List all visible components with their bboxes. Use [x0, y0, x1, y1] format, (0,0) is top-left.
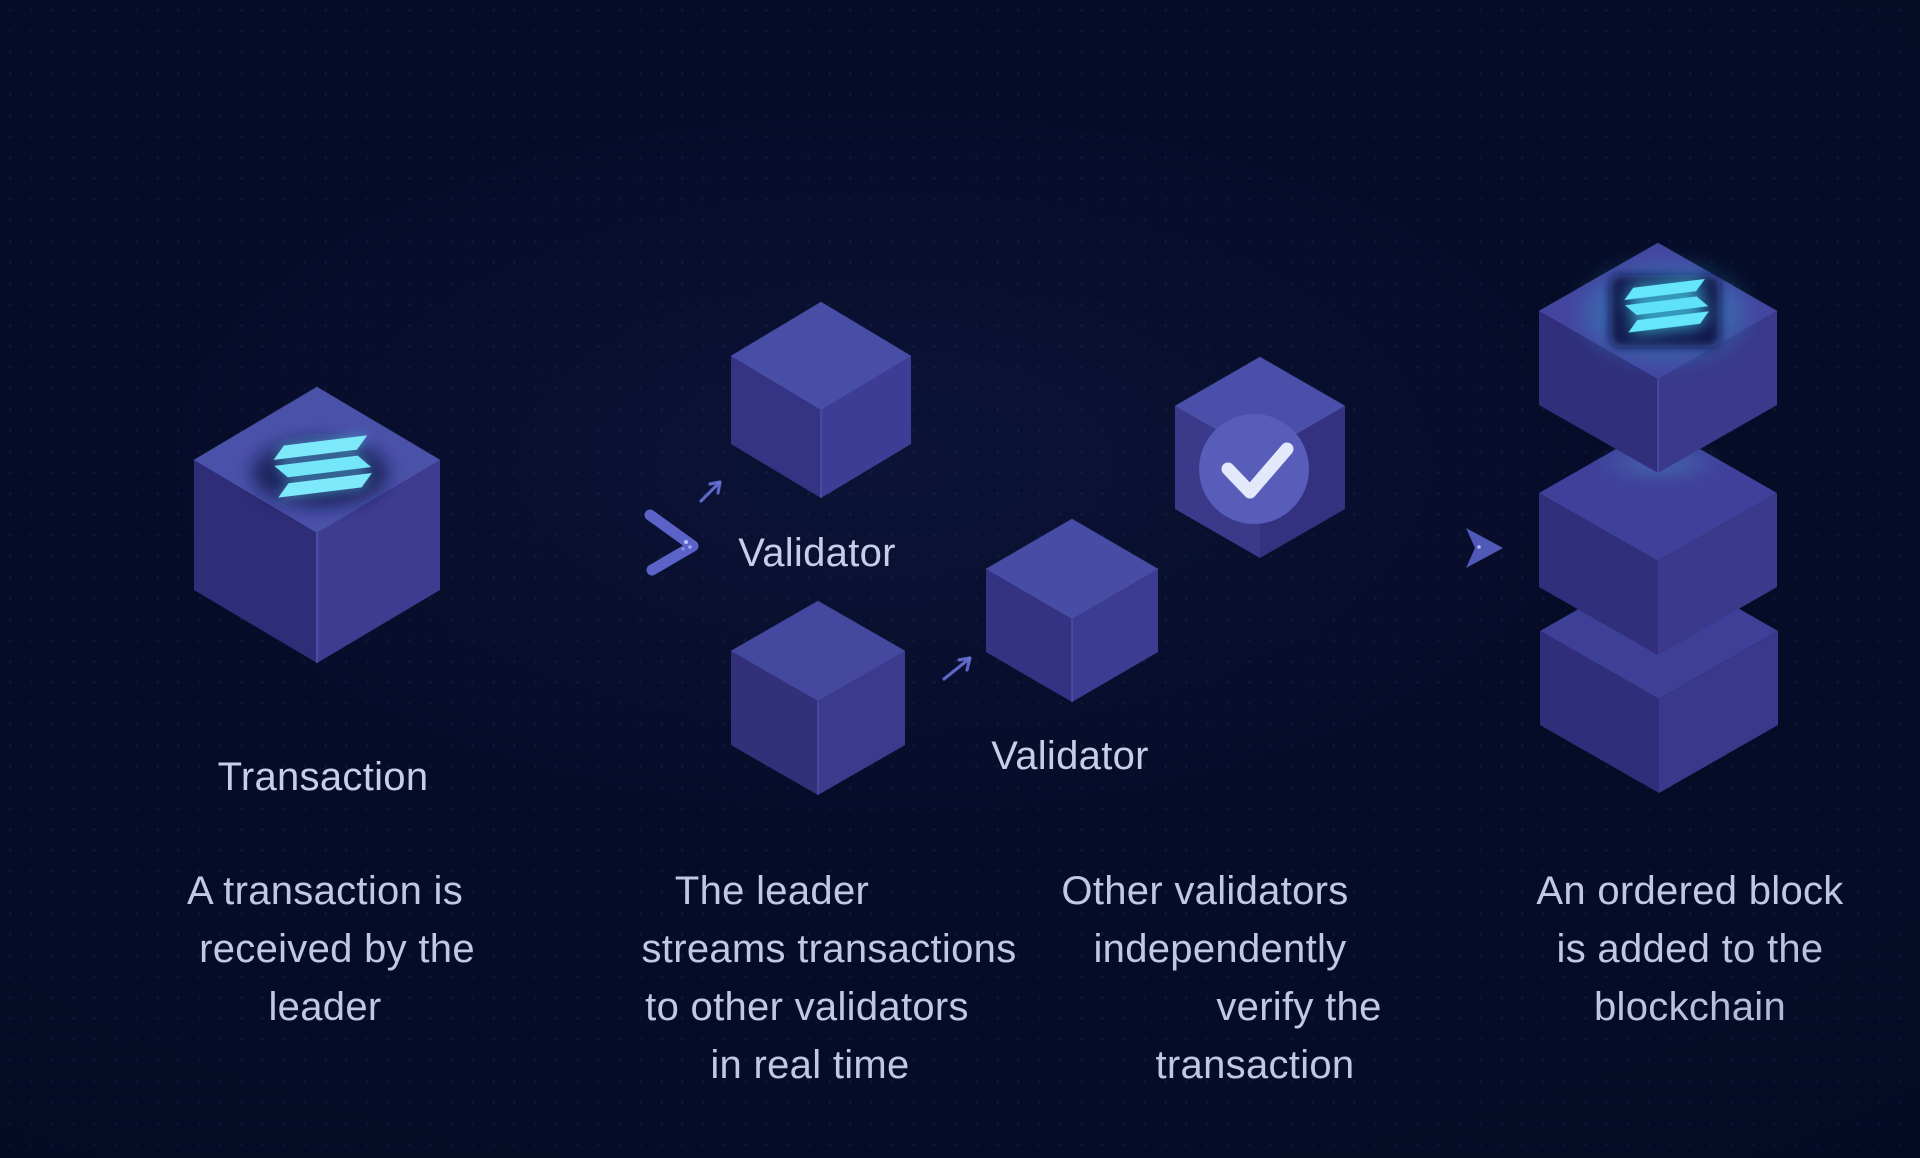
- caption-line: to other validators: [645, 985, 969, 1029]
- caption-line: in real time: [710, 1043, 910, 1087]
- caption-line: independently: [1093, 927, 1347, 971]
- arrow-up-right-icon: [942, 656, 972, 681]
- verification-cube: [1173, 356, 1347, 558]
- validator-label-top: Validator: [738, 531, 896, 575]
- stream-block-cube: [729, 600, 907, 795]
- caption-line: is added to the: [1556, 927, 1824, 971]
- caption-step-3: Other validators independently verify th…: [1005, 862, 1445, 1094]
- validator-cube-top: [730, 301, 912, 498]
- caption-line: A transaction is: [186, 869, 464, 913]
- stack-cube-top: [1537, 242, 1779, 473]
- caption-line: An ordered block: [1536, 869, 1844, 913]
- arrow-right-icon: [1380, 528, 1503, 568]
- leader-cube: [193, 386, 441, 663]
- caption-line: received by the: [199, 927, 475, 971]
- transaction-label: Transaction: [217, 755, 429, 799]
- caption-line: transaction: [1155, 1043, 1355, 1087]
- caption-line: leader: [268, 985, 382, 1029]
- caption-line: blockchain: [1593, 985, 1786, 1029]
- arrow-up-right-icon: [699, 480, 722, 503]
- caption-step-4: An ordered block is added to the blockch…: [1470, 862, 1910, 1036]
- caption-step-1: A transaction is received by the leader: [105, 862, 545, 1036]
- caption-line: verify the: [1216, 985, 1382, 1029]
- caption-line: streams transactions: [641, 927, 1017, 971]
- caption-step-2: The leader streams transactions to other…: [595, 862, 1035, 1094]
- validator-label-right: Validator: [991, 734, 1149, 778]
- caption-line: The leader: [674, 869, 870, 913]
- caption-line: Other validators: [1061, 869, 1349, 913]
- validator-cube-right: [985, 518, 1159, 702]
